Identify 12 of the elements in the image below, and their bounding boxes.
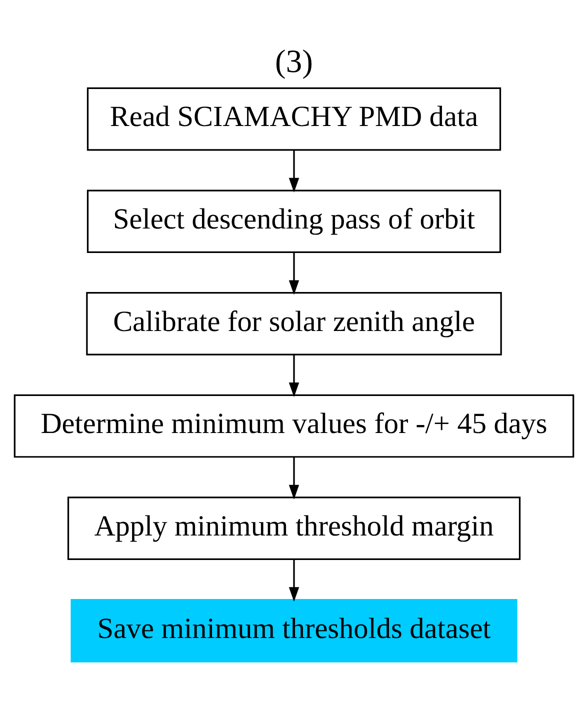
diagram-title: (3) (275, 44, 313, 80)
node-box: Save minimum thresholds dataset (70, 598, 518, 662)
node-box: Select descending pass of orbit (86, 190, 502, 254)
node-box: Apply minimum threshold margin (67, 496, 521, 560)
arrow (288, 355, 300, 398)
arrow (288, 560, 300, 602)
node-box: Read SCIAMACHY PMD data (86, 87, 502, 151)
node-box: Determine minimum values for -/+ 45 days (14, 394, 574, 458)
arrow (288, 252, 300, 295)
arrow (288, 457, 300, 500)
arrow (288, 150, 300, 193)
node-box: Calibrate for solar zenith angle (86, 292, 502, 356)
